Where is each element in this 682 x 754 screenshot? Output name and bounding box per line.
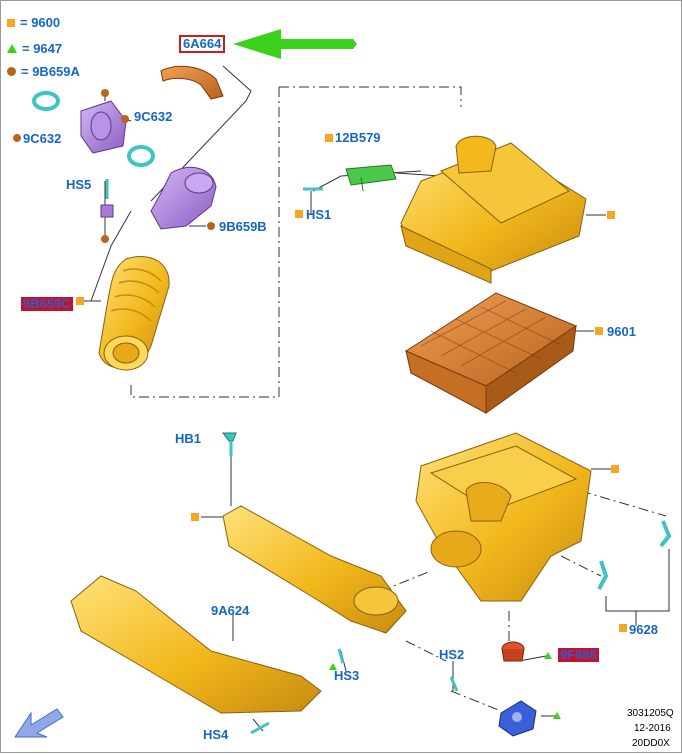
label-hb1[interactable]: HB1 — [175, 431, 202, 446]
label-hs5[interactable]: HS5 — [66, 177, 92, 192]
hose-clamp-upper-part — [32, 91, 60, 111]
intake-duct-upper-part — [222, 505, 407, 634]
rubber-mount-part — [501, 641, 525, 662]
corrugated-duct-part — [98, 256, 170, 371]
circle-symbol-icon — [7, 67, 16, 76]
circle-markers — [13, 89, 215, 243]
mass-air-flow-sensor-part — [345, 164, 397, 192]
label-9b659c-redacted[interactable]: 9B659C — [21, 296, 73, 311]
bracket-clip-9628-part — [597, 520, 672, 590]
green-arrow-icon — [233, 29, 357, 59]
label-hs2[interactable]: HS2 — [439, 647, 465, 662]
square-markers — [76, 134, 627, 632]
group-frame — [130, 86, 462, 398]
intake-duct-lower-part — [70, 575, 322, 714]
label-6a664[interactable]: 6A664 — [179, 35, 226, 53]
coupler-part — [80, 100, 127, 154]
resonator-tube-part — [160, 65, 224, 100]
label-9a624[interactable]: 9A624 — [211, 603, 250, 618]
hb1-bolt-part — [222, 432, 237, 456]
label-hs1[interactable]: HS1 — [306, 207, 332, 222]
hs3-screw-part — [337, 648, 345, 664]
hs5-screw-part — [100, 179, 114, 218]
square-symbol-icon — [7, 18, 15, 27]
triangle-symbol-icon — [7, 44, 17, 53]
hs2-screw-part — [449, 676, 459, 692]
label-9c632-lower[interactable]: 9C632 — [23, 131, 62, 146]
legend-item-9600: = 9600 — [7, 15, 60, 30]
air-cleaner-cover-part — [400, 135, 587, 284]
leader-lines — [76, 65, 670, 732]
back-arrow-icon — [14, 708, 64, 738]
label-hs4[interactable]: HS4 — [203, 727, 229, 742]
label-9601[interactable]: 9601 — [607, 324, 636, 339]
elbow-tube-part — [150, 166, 217, 230]
air-filter-part — [404, 292, 578, 414]
triangle-markers — [329, 652, 561, 719]
hose-clamp-lower-part — [127, 145, 155, 167]
label-9b659b[interactable]: 9B659B — [219, 219, 267, 234]
diagram-date: 12-2016 — [634, 723, 671, 734]
air-cleaner-housing-part — [415, 432, 592, 602]
legend-item-9b659a: = 9B659A — [7, 64, 80, 79]
mounting-bracket-part — [498, 700, 537, 737]
label-12b579[interactable]: 12B579 — [335, 130, 381, 145]
label-9628[interactable]: 9628 — [629, 622, 658, 637]
label-hs3[interactable]: HS3 — [334, 668, 360, 683]
label-9c632-upper[interactable]: 9C632 — [134, 109, 173, 124]
diagram-model: 20DD0X — [632, 738, 670, 749]
label-9f686-redacted[interactable]: 9F686 — [558, 647, 599, 662]
hs4-screw-part — [250, 721, 270, 735]
legend-item-9647: = 9647 — [7, 41, 62, 56]
diagram-code: 3031205Q — [627, 708, 674, 719]
